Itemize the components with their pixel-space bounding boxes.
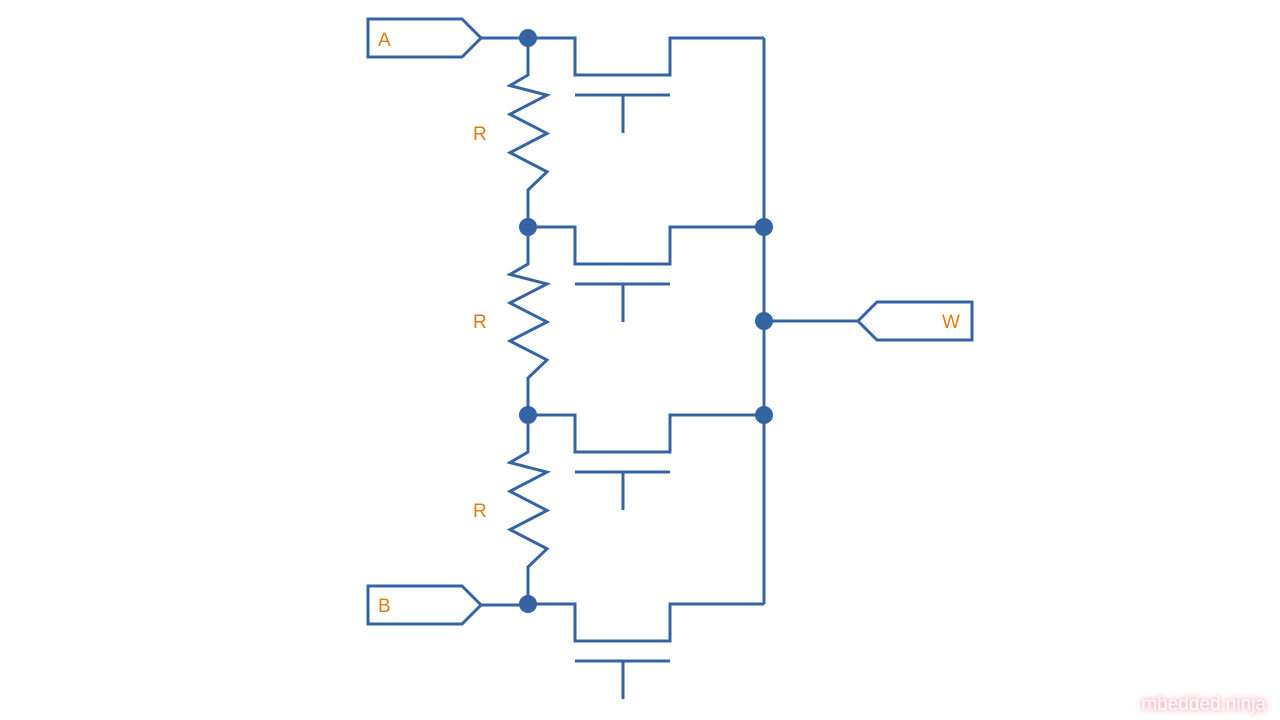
port-b-shape	[366, 584, 484, 626]
transistor-gate	[575, 470, 670, 510]
junction-dot	[755, 312, 773, 330]
junction-dots	[519, 29, 773, 613]
transistor-gate	[575, 93, 670, 133]
transistor-gate	[575, 282, 670, 322]
port-w: W	[855, 300, 974, 342]
transistor-channel	[528, 36, 764, 77]
transistor-channel	[528, 602, 764, 643]
junction-dot	[519, 218, 537, 236]
port-w-shape	[855, 300, 974, 342]
port-a: A	[366, 17, 484, 59]
transistor-gate	[575, 659, 670, 699]
resistor	[506, 227, 552, 415]
resistor-label-3: R	[473, 501, 487, 522]
watermark: mbedded.ninja	[1141, 694, 1266, 715]
port-w-label: W	[942, 312, 960, 333]
junction-dot	[519, 406, 537, 424]
resistor	[506, 415, 552, 604]
junction-dot	[755, 218, 773, 236]
resistor-label-1: R	[473, 124, 487, 145]
junction-dot	[519, 29, 537, 47]
junction-dot	[519, 595, 537, 613]
transistor-channel	[528, 225, 764, 266]
junction-dot	[755, 406, 773, 424]
wires	[481, 36, 858, 699]
port-a-label: A	[378, 30, 391, 51]
port-b: B	[366, 584, 484, 626]
port-b-label: B	[378, 596, 391, 617]
resistor	[506, 38, 552, 227]
resistor-label-2: R	[473, 312, 487, 333]
port-a-shape	[366, 17, 484, 59]
transistor-channel	[528, 413, 764, 454]
